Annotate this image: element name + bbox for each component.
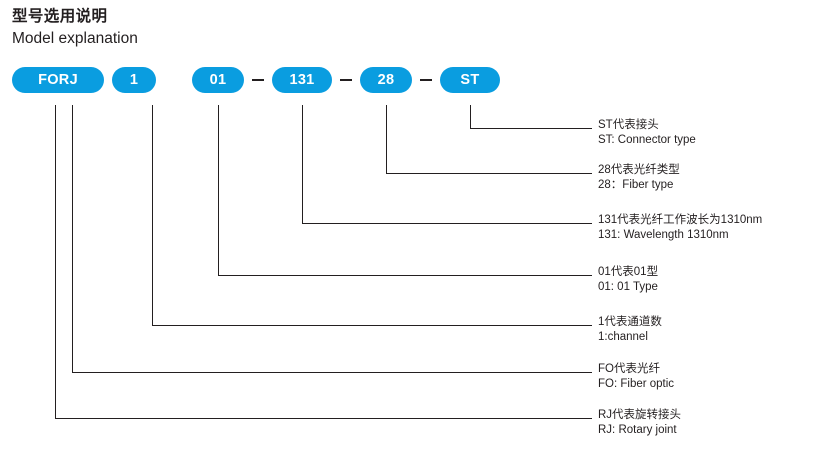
annotation-connector-type: ST代表接头 ST: Connector type: [598, 118, 696, 148]
leader-line-fiber-type: [386, 105, 592, 174]
code-segment-28: 28: [360, 67, 412, 93]
annotation-fiber-optic-en: FO: Fiber optic: [598, 378, 675, 390]
annotation-channel: 1代表通道数 1:channel: [598, 315, 662, 345]
code-separator-dash: [252, 79, 264, 81]
code-segment-01: 01: [192, 67, 244, 93]
leader-line-channel: [152, 105, 592, 326]
annotation-connector-type-cn: ST代表接头: [598, 119, 659, 131]
annotation-type-01: 01代表01型 01: 01 Type: [598, 265, 658, 295]
annotation-wavelength: 131代表光纤工作波长为1310nm 131: Wavelength 1310nm: [598, 213, 762, 243]
annotation-connector-type-en: ST: Connector type: [598, 134, 696, 146]
annotation-fiber-type: 28代表光纤类型 28：Fiber type: [598, 163, 680, 193]
annotation-channel-cn: 1代表通道数: [598, 316, 662, 328]
leader-line-connector-type: [470, 105, 592, 129]
annotation-fiber-type-cn: 28代表光纤类型: [598, 164, 680, 176]
annotation-rotary-joint-cn: RJ代表旋转接头: [598, 409, 682, 421]
leader-line-fiber-optic: [72, 105, 592, 373]
page-title-en: Model explanation: [12, 30, 138, 47]
code-segment-1: 1: [112, 67, 156, 93]
page-title-cn: 型号选用说明: [12, 8, 108, 25]
code-separator-dash: [420, 79, 432, 81]
code-segment-st: ST: [440, 67, 500, 93]
annotation-channel-en: 1:channel: [598, 331, 648, 343]
annotation-wavelength-en: 131: Wavelength 1310nm: [598, 229, 729, 241]
annotation-rotary-joint: RJ代表旋转接头 RJ: Rotary joint: [598, 408, 681, 438]
code-segment-forj: FORJ: [12, 67, 104, 93]
annotation-type-01-en: 01: 01 Type: [598, 281, 658, 293]
annotation-rotary-joint-en: RJ: Rotary joint: [598, 424, 677, 436]
leader-line-wavelength: [302, 105, 592, 224]
annotation-fiber-optic-cn: FO代表光纤: [598, 363, 660, 375]
code-separator-dash: [340, 79, 352, 81]
annotation-fiber-optic: FO代表光纤 FO: Fiber optic: [598, 362, 674, 392]
code-segment-131: 131: [272, 67, 332, 93]
leader-line-rotary-joint: [55, 105, 592, 419]
annotation-wavelength-cn: 131代表光纤工作波长为1310nm: [598, 214, 763, 226]
leader-line-type-01: [218, 105, 592, 276]
annotation-type-01-cn: 01代表01型: [598, 266, 659, 278]
annotation-fiber-type-en: 28：Fiber type: [598, 179, 674, 191]
